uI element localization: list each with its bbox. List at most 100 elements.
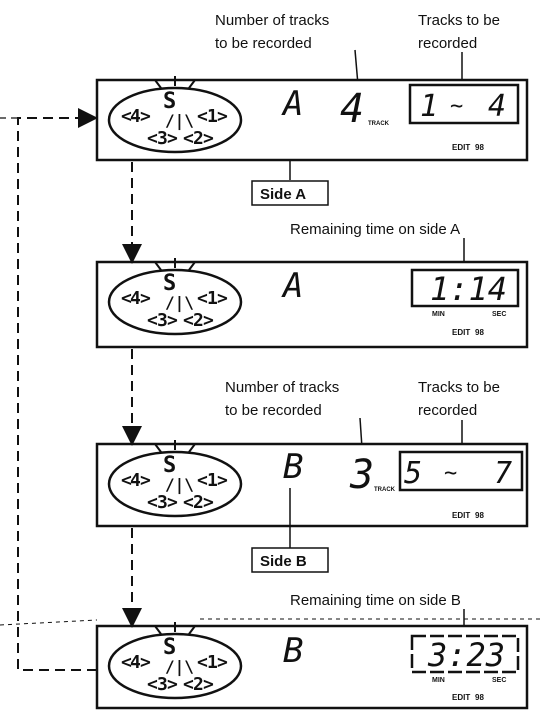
svg-text:/|\: /|\ <box>165 293 194 313</box>
svg-text:<: < <box>121 470 132 491</box>
svg-text:3: 3 <box>157 674 168 695</box>
sec-label: SEC <box>492 311 506 318</box>
svg-text:4: 4 <box>130 470 141 491</box>
svg-text:>: > <box>217 288 228 309</box>
svg-text:2: 2 <box>193 310 204 331</box>
svg-text:<: < <box>197 652 208 673</box>
track-word: TRACK <box>374 487 396 493</box>
num-tracks-label-1a: Number of tracks <box>215 12 329 29</box>
edit-number: 98 <box>475 693 484 702</box>
time-box <box>410 634 520 674</box>
svg-text:S: S <box>163 453 176 478</box>
svg-text:<: < <box>121 652 132 673</box>
svg-text:4: 4 <box>130 288 141 309</box>
dial-sym: /|\ <box>165 111 194 131</box>
track-word: TRACK <box>368 121 390 127</box>
svg-text:1: 1 <box>207 652 218 673</box>
svg-text:<: < <box>147 674 158 695</box>
dial-3: 3 <box>157 128 168 149</box>
remaining-b-label: Remaining time on side B <box>290 592 461 609</box>
svg-text:2: 2 <box>193 492 204 513</box>
svg-text:<: < <box>147 492 158 513</box>
svg-text:/|\: /|\ <box>165 475 194 495</box>
tracks-to-be-label-1b: recorded <box>418 35 477 52</box>
edit-label: EDIT <box>452 511 470 520</box>
svg-text:<: < <box>147 128 158 149</box>
svg-text:>: > <box>203 492 214 513</box>
svg-text:<: < <box>121 288 132 309</box>
track-count: 3 <box>349 452 374 498</box>
svg-text:3: 3 <box>157 492 168 513</box>
num-tracks-label-1b: to be recorded <box>215 35 312 52</box>
edit-number: 98 <box>475 511 484 520</box>
track-count: 4 <box>340 86 364 132</box>
svg-text:S: S <box>163 271 176 296</box>
svg-text:>: > <box>217 470 228 491</box>
svg-text:>: > <box>167 492 178 513</box>
edit-label: EDIT <box>452 143 470 152</box>
time-box <box>410 268 520 308</box>
dial-s: S <box>163 89 176 114</box>
range-from: 5 <box>404 456 422 491</box>
track-range-box <box>398 450 524 492</box>
dial-2: 2 <box>193 128 204 149</box>
dial-display: S < 4 > < 1 > < 3 > < 2 > /|\ <box>107 622 243 700</box>
remaining-time: 3:23 <box>427 636 505 674</box>
lcd-panel-4: S < 4 > < 1 > < 3 > < 2 > /|\ B 3:23 MIN… <box>95 622 529 710</box>
remaining-time: 1:14 <box>430 270 507 308</box>
dial-display: S 4 < > 1 < > 3 < > 2 < > /|\ <box>107 76 243 154</box>
num-tracks-label-2b: to be recorded <box>225 402 322 419</box>
dial-display: S < 4 > < 1 > < 3 > < 2 > /|\ <box>107 258 243 336</box>
svg-text:4: 4 <box>130 652 141 673</box>
lcd-panel-1: S 4 < > 1 < > 3 < > 2 < > /|\ A 4 TRACK … <box>95 76 529 162</box>
range-to: 4 <box>488 89 506 124</box>
lcd-panel-3: S < 4 > < 1 > < 3 > < 2 > /|\ B 3 TRACK … <box>95 440 529 528</box>
side-b-label: Side B <box>260 553 307 570</box>
svg-text:/|\: /|\ <box>165 657 194 677</box>
remaining-a-label: Remaining time on side A <box>290 221 460 238</box>
min-label: MIN <box>432 311 445 318</box>
svg-text:>: > <box>167 310 178 331</box>
svg-text:>: > <box>203 674 214 695</box>
num-tracks-label-2a: Number of tracks <box>225 379 339 396</box>
flow-arrows <box>0 108 543 671</box>
side-letter: A <box>281 266 303 306</box>
tracks-to-be-label-1a: Tracks to be <box>418 12 500 29</box>
svg-text:<: < <box>183 674 194 695</box>
svg-text:>: > <box>140 470 151 491</box>
svg-text:<: < <box>183 310 194 331</box>
svg-text:S: S <box>163 635 176 660</box>
edit-number: 98 <box>475 328 484 337</box>
svg-text:<: < <box>197 288 208 309</box>
svg-text:>: > <box>203 310 214 331</box>
side-b-callout: Side B <box>251 547 329 573</box>
svg-text:>: > <box>167 674 178 695</box>
range-sep: ~ <box>450 94 463 119</box>
svg-text:>: > <box>167 128 178 149</box>
sec-label: SEC <box>492 677 506 684</box>
svg-text:<: < <box>197 470 208 491</box>
lcd-panel-2: S < 4 > < 1 > < 3 > < 2 > /|\ A 1:14 MIN… <box>95 258 529 349</box>
svg-text:1: 1 <box>207 470 218 491</box>
dial-4: 4 <box>130 106 141 127</box>
svg-text:3: 3 <box>157 310 168 331</box>
svg-text:<: < <box>121 106 132 127</box>
range-sep: ~ <box>444 461 457 486</box>
tracks-to-be-label-2b: recorded <box>418 402 477 419</box>
svg-text:>: > <box>140 288 151 309</box>
edit-label: EDIT <box>452 328 470 337</box>
side-a-callout: Side A <box>251 180 329 206</box>
side-letter: B <box>283 447 303 487</box>
tracks-to-be-label-2a: Tracks to be <box>418 379 500 396</box>
svg-text:>: > <box>140 106 151 127</box>
svg-text:>: > <box>217 652 228 673</box>
svg-text:>: > <box>203 128 214 149</box>
edit-number: 98 <box>475 143 484 152</box>
range-from: 1 <box>420 89 438 124</box>
svg-text:<: < <box>183 492 194 513</box>
track-range-box <box>408 83 520 125</box>
svg-text:2: 2 <box>193 674 204 695</box>
svg-text:<: < <box>183 128 194 149</box>
svg-text:>: > <box>140 652 151 673</box>
